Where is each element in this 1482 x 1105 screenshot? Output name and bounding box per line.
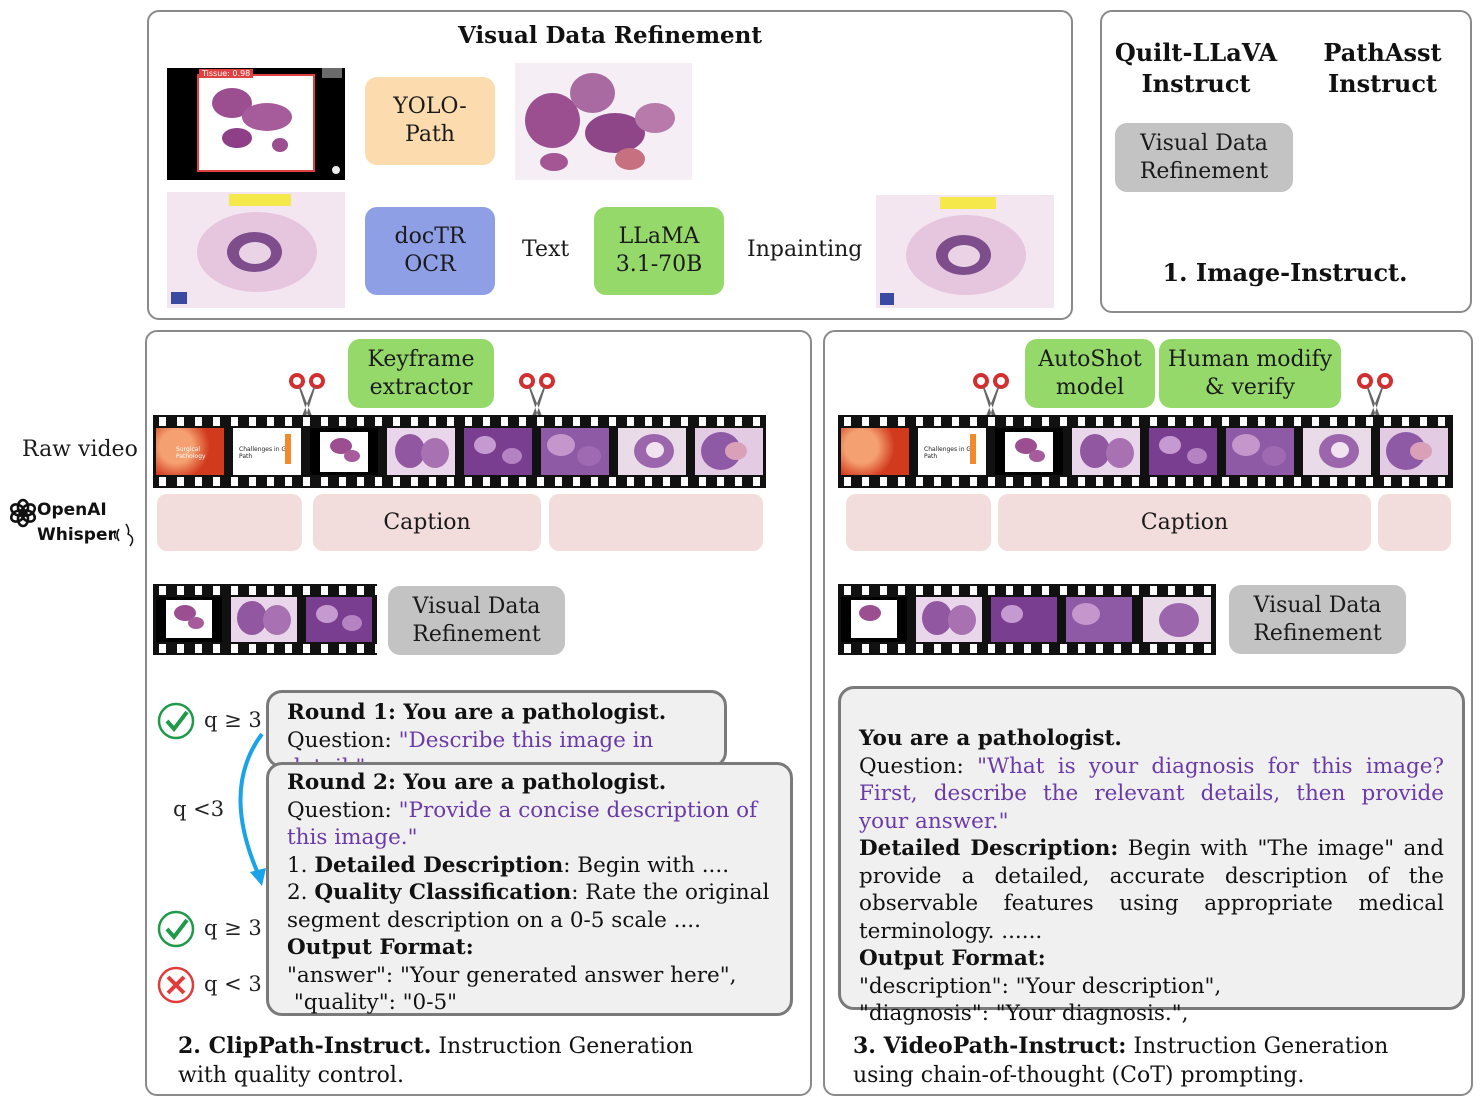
retry-arrow <box>220 730 280 890</box>
raw-video-label: Raw video <box>22 437 138 462</box>
yolo-path-box: YOLO- Path <box>365 77 495 165</box>
pathasst-title: PathAsst Instruct <box>1323 38 1442 98</box>
slide-with-text-image <box>167 192 345 308</box>
autoshot-model-box: AutoShot model <box>1025 339 1155 408</box>
clippath-refine-box: Visual Data Refinement <box>388 586 565 655</box>
cot-question: "What is your diagnosis for this image? … <box>859 753 1444 834</box>
round1-title: Round 1: You are a pathologist. <box>287 700 667 725</box>
round2-question: "Provide a concise description of this i… <box>287 797 758 851</box>
round2-output-title: Output Format: <box>287 935 474 960</box>
visual-refinement-title: Visual Data Refinement <box>457 22 763 49</box>
slide-detection-image: Tissue: 0.98 <box>167 68 345 180</box>
keyframe-filmstrip <box>153 584 377 655</box>
image-instruct-refine-box: Visual Data Refinement <box>1115 123 1293 192</box>
inpainted-slide-image <box>876 195 1054 308</box>
human-verify-box: Human modify & verify <box>1159 339 1341 408</box>
clip-filmstrip <box>838 584 1216 655</box>
caption-segment <box>846 494 991 551</box>
caption-segment-main-right: Caption <box>998 494 1371 551</box>
openai-logo-icon <box>8 498 38 528</box>
caption-segment <box>549 494 763 551</box>
quilt-llava-title: Quilt-LLaVA Instruct <box>1114 38 1278 98</box>
caption-segment <box>157 494 302 551</box>
raw-video-filmstrip: Surgical Pathology Challenges in GI Path <box>153 415 766 488</box>
llama-box: LLaMA 3.1-70B <box>594 207 724 295</box>
check-icon <box>157 702 195 740</box>
whisper-brand: OpenAI Whisper <box>37 500 116 545</box>
round1-prompt: Round 1: You are a pathologist. Question… <box>266 690 727 780</box>
cross-icon <box>157 966 195 1004</box>
round2-prompt: Round 2: You are a pathologist. Question… <box>266 762 793 1016</box>
slide-badge: Tissue: 0.98 <box>199 69 254 78</box>
check-icon <box>157 910 195 948</box>
round2-title: Round 2: You are a pathologist. <box>287 770 667 795</box>
image-instruct-caption: 1. Image-Instruct. <box>1162 258 1408 287</box>
doctr-ocr-box: docTR OCR <box>365 207 495 295</box>
keyframe-extractor-box: Keyframe extractor <box>348 339 494 408</box>
caption-segment <box>1378 494 1451 551</box>
sound-wave-icon <box>110 522 138 548</box>
cropped-tissue-image <box>515 63 692 180</box>
scissors-icon <box>972 372 1010 418</box>
cot-prompt-title: You are a pathologist. <box>859 726 1122 751</box>
raw-video-filmstrip-right: Challenges in GI Path <box>838 415 1453 488</box>
q-threshold-good: q ≥ 3 <box>204 916 262 940</box>
q-threshold-bad: q < 3 <box>204 972 262 996</box>
q-threshold-top: q ≥ 3 <box>204 708 262 732</box>
q-threshold-mid: q <3 <box>173 797 225 821</box>
videopath-caption: 3. VideoPath-Instruct: Instruction Gener… <box>853 1033 1389 1088</box>
scissors-icon <box>288 372 326 418</box>
inpainting-label: Inpainting <box>747 237 863 262</box>
caption-segment-main: Caption <box>313 494 541 551</box>
clippath-caption: 2. ClipPath-Instruct. Instruction Genera… <box>178 1033 694 1088</box>
videopath-refine-box: Visual Data Refinement <box>1229 585 1406 654</box>
text-label: Text <box>522 237 570 262</box>
cot-prompt: You are a pathologist. Question: "What i… <box>838 686 1465 1026</box>
scissors-icon <box>518 372 556 418</box>
scissors-icon <box>1356 372 1394 418</box>
